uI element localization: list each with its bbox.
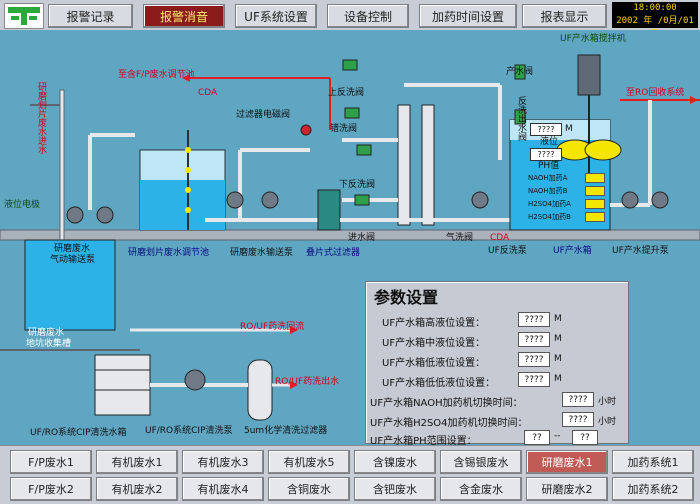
label-cda-2: CDA — [490, 233, 510, 243]
label-cda-1: CDA — [198, 88, 218, 98]
label-backwash-outlet: 反洗出水阀 — [516, 96, 526, 141]
param-label-high: UF产水箱高液位设置： — [382, 318, 486, 329]
param-unit-naoh-switch: 小时 — [598, 397, 617, 407]
chem-label-h2so4-b: H2SO4加药B — [528, 213, 571, 221]
label-air-wash-valve: 气洗阀 — [446, 233, 474, 243]
param-label-h2so4-switch: UF产水箱H2SO4加药机切换时间： — [370, 418, 528, 429]
tank-ph-label: PH值 — [538, 161, 560, 171]
label-grind-pump-1: 研磨废水 — [54, 244, 91, 254]
chem-indicator-h2so4-a — [585, 199, 605, 209]
label-level-electrode: 液位电极 — [4, 200, 41, 210]
nav-organic-2[interactable]: 有机废水2 — [96, 477, 178, 501]
label-uf-backwash: UF反洗泵 — [488, 246, 527, 256]
bottom-nav: F/P废水1 有机废水1 有机废水3 有机废水5 含镍废水 含锡银废水 研磨废水… — [0, 445, 700, 504]
label-stack-filter: 叠片式过滤器 — [306, 248, 361, 258]
chem-indicator-naoh-b — [585, 186, 605, 196]
param-input-high[interactable]: ???? — [518, 312, 550, 327]
param-label-mid: UF产水箱中液位设置： — [382, 338, 486, 349]
label-ro-uf-return: RO/UF药洗回流 — [240, 322, 305, 332]
label-filter-valve: 过滤器电磁阀 — [236, 110, 291, 120]
parameter-panel: 参数设置 UF产水箱高液位设置： ???? M UF产水箱中液位设置： ????… — [365, 281, 629, 445]
param-input-low[interactable]: ???? — [518, 352, 550, 367]
nav-uf-settings[interactable]: UF系统设置 — [235, 4, 317, 28]
nav-organic-5[interactable]: 有机废水5 — [268, 450, 350, 474]
param-label-lowlow: UF产水箱低低液位设置： — [382, 378, 496, 389]
param-input-ph-max[interactable]: ?? — [572, 430, 598, 445]
nav-grind-1[interactable]: 研磨废水1 — [526, 450, 608, 474]
clock-time: 18:00:00 — [633, 3, 677, 13]
nav-fp-2[interactable]: F/P废水2 — [10, 477, 92, 501]
param-unit-high: M — [554, 314, 562, 324]
nav-palladium[interactable]: 含钯废水 — [354, 477, 436, 501]
nav-dosing-1[interactable]: 加药系统1 — [612, 450, 694, 474]
logo-icon — [8, 7, 40, 25]
label-cip-filter: 5um化学清洗过滤器 — [244, 426, 328, 436]
label-cip-tank: UF/RO系统CIP清洗水箱 — [30, 428, 127, 438]
param-label-low: UF产水箱低液位设置： — [382, 358, 486, 369]
label-backwash-lower: 下反洗阀 — [339, 180, 376, 190]
label-sump-1: 研磨废水 — [28, 328, 65, 338]
nav-nickel[interactable]: 含镍废水 — [354, 450, 436, 474]
tank-level-label: 液位 — [540, 137, 559, 147]
param-ph-separator: -- — [554, 431, 561, 441]
label-grind-tank: 研磨划片废水调节池 — [128, 248, 210, 258]
chem-indicator-naoh-a — [585, 173, 605, 183]
label-to-fp: 至含F/P废水调节池 — [118, 70, 195, 80]
param-unit-lowlow: M — [554, 374, 562, 384]
label-inlet-valve: 进水阀 — [348, 233, 376, 243]
clock-display: 18:00:00 2002 年 /0月/01日 — [612, 2, 698, 39]
label-grind-transfer: 研磨废水输送泵 — [230, 248, 294, 258]
param-unit-low: M — [554, 354, 562, 364]
nav-grind-2[interactable]: 研磨废水2 — [526, 477, 608, 501]
tank-ph-display: ???? — [530, 148, 562, 161]
chem-label-naoh-a: NAOH加药A — [528, 174, 568, 182]
nav-gold[interactable]: 含金废水 — [440, 477, 522, 501]
label-product-valve: 产水阀 — [506, 67, 534, 77]
param-label-ph-range: UF产水箱PH范围设置： — [370, 436, 477, 445]
process-diagram: 至含F/P废水调节池 CDA 至RO回收系统 UF产水箱搅拌机 研磨划片废水进水… — [0, 30, 700, 445]
nav-organic-3[interactable]: 有机废水3 — [182, 450, 264, 474]
label-ro-uf-out: RO/UF药洗出水 — [275, 377, 340, 387]
label-grind-inlet: 研磨划片废水进水 — [36, 82, 46, 154]
top-bar: 报警记录 报警消音 UF系统设置 设备控制 加药时间设置 报表显示 18:00:… — [0, 0, 700, 39]
param-unit-mid: M — [554, 334, 562, 344]
label-uf-tank: UF产水箱 — [553, 246, 592, 256]
company-logo — [4, 3, 44, 29]
nav-organic-4[interactable]: 有机废水4 — [182, 477, 264, 501]
param-input-h2so4-switch[interactable]: ???? — [562, 412, 594, 427]
label-backwash-upper: 上反洗阀 — [328, 88, 365, 98]
chem-label-naoh-b: NAOH加药B — [528, 187, 568, 195]
label-uf-mixer: UF产水箱搅拌机 — [560, 34, 626, 44]
label-wrong-wash: 错洗阀 — [330, 124, 358, 134]
nav-dosing-2[interactable]: 加药系统2 — [612, 477, 694, 501]
label-uf-lift: UF产水提升泵 — [612, 246, 669, 256]
param-unit-h2so4-switch: 小时 — [598, 417, 617, 427]
nav-device-control[interactable]: 设备控制 — [327, 4, 409, 28]
pipe-network — [0, 54, 700, 421]
param-input-naoh-switch[interactable]: ???? — [562, 392, 594, 407]
label-sump-2: 地坑收集槽 — [26, 339, 72, 349]
chem-label-h2so4-a: H2SO4加药A — [528, 200, 571, 208]
label-cip-pump: UF/RO系统CIP清洗泵 — [145, 426, 233, 436]
nav-tin-silver[interactable]: 含锡银废水 — [440, 450, 522, 474]
nav-copper[interactable]: 含铜废水 — [268, 477, 350, 501]
nav-alarm-log[interactable]: 报警记录 — [48, 4, 133, 28]
nav-dosing-time[interactable]: 加药时间设置 — [419, 4, 517, 28]
param-input-ph-min[interactable]: ?? — [524, 430, 550, 445]
chem-indicator-h2so4-b — [585, 212, 605, 222]
nav-fp-1[interactable]: F/P废水1 — [10, 450, 92, 474]
tank-level-unit: M — [565, 124, 573, 134]
parameter-panel-title: 参数设置 — [374, 288, 439, 307]
nav-report[interactable]: 报表显示 — [522, 4, 607, 28]
param-label-naoh-switch: UF产水箱NAOH加药机切换时间： — [370, 398, 523, 409]
param-input-lowlow[interactable]: ???? — [518, 372, 550, 387]
nav-organic-1[interactable]: 有机废水1 — [96, 450, 178, 474]
param-input-mid[interactable]: ???? — [518, 332, 550, 347]
label-grind-pump-2: 气动输送泵 — [50, 255, 96, 265]
label-to-ro: 至RO回收系统 — [626, 88, 685, 98]
tank-level-display: ???? — [530, 123, 562, 136]
nav-alarm-mute[interactable]: 报警消音 — [143, 4, 225, 28]
